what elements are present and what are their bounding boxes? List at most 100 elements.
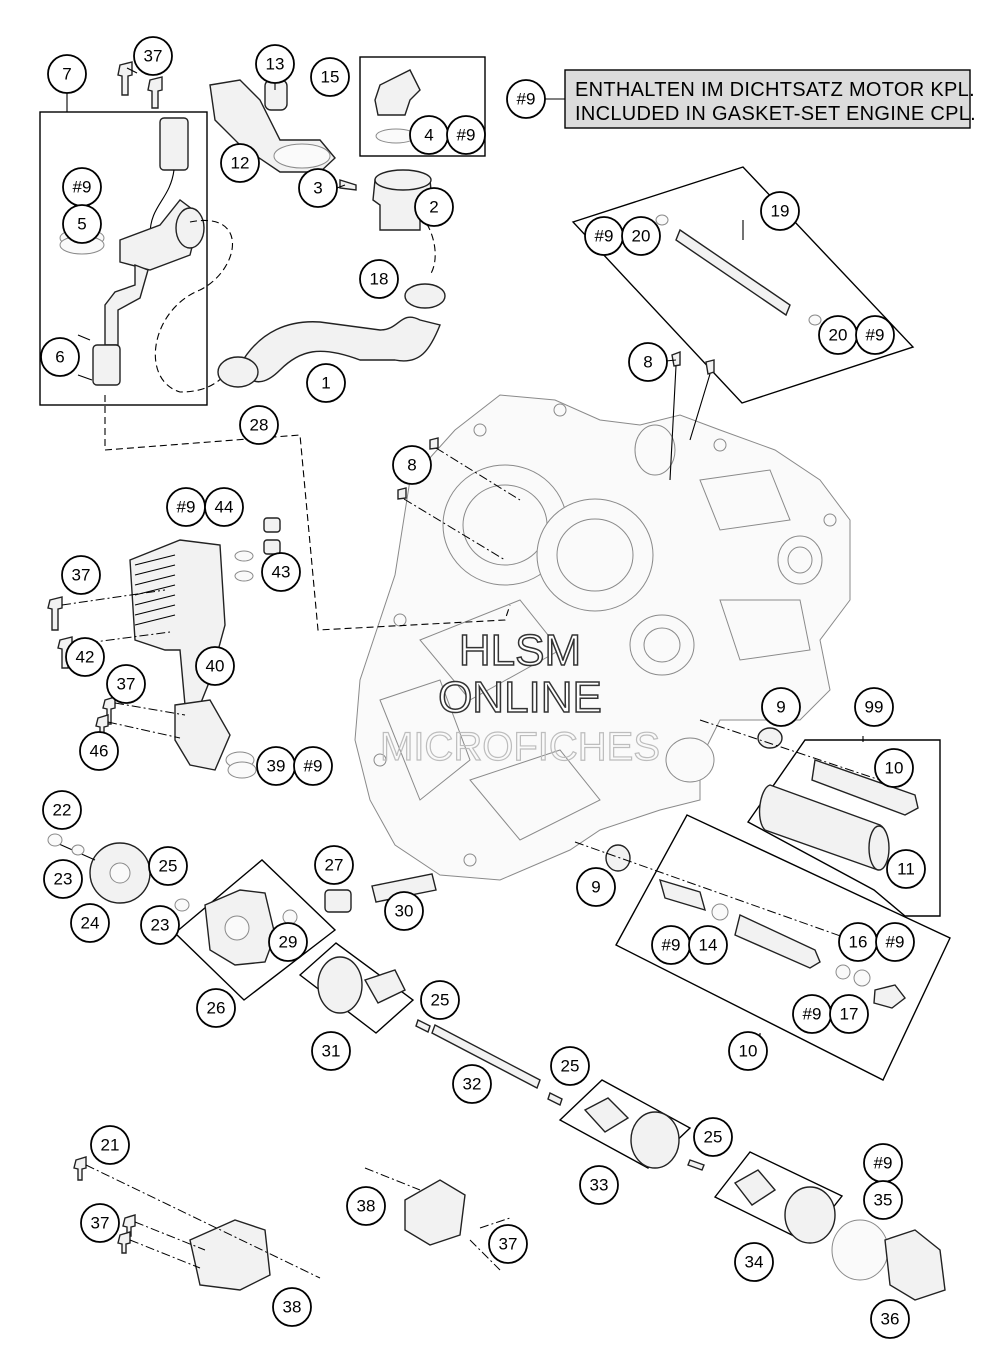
callout-99: 99 (854, 687, 894, 727)
rotor-31 (317, 956, 363, 1014)
svg-text:46: 46 (90, 742, 109, 761)
svg-text:#9: #9 (662, 936, 681, 955)
svg-text:39: 39 (267, 757, 286, 776)
hose-clamp-1 (217, 356, 259, 388)
seal-9-lower (605, 844, 631, 872)
watermark-line-1: HLSM (459, 626, 581, 675)
callout-25d: 25 (693, 1117, 733, 1157)
callout-39-9: #9 (293, 746, 333, 786)
svg-text:6: 6 (55, 348, 64, 367)
svg-text:27: 27 (325, 856, 344, 875)
gasket-35 (831, 1219, 889, 1281)
gasket-set-note: ENTHALTEN IM DICHTSATZ MOTOR KPL. INCLUD… (506, 69, 976, 129)
svg-text:5: 5 (77, 215, 86, 234)
hose-clamp-18 (404, 283, 446, 309)
callout-8b: 8 (392, 445, 432, 485)
callout-5-9: #9 (62, 167, 102, 207)
screw-3 (339, 179, 357, 191)
svg-text:#9: #9 (177, 498, 196, 517)
callout-44-9: #9 (166, 487, 206, 527)
callout-14: 14 (688, 925, 728, 965)
svg-text:10: 10 (885, 759, 904, 778)
frame-group-34 (713, 1151, 844, 1243)
frame-group-26 (173, 859, 337, 1001)
callout-circle (506, 79, 546, 119)
callout-20b-9: #9 (855, 315, 895, 355)
callout-16-9: #9 (875, 922, 915, 962)
svg-text:26: 26 (207, 999, 226, 1018)
callouts: 7 37 13 15 4 #9 12 3 2 #9 5 6 18 1 28 19… (40, 36, 926, 1339)
svg-text:#9: #9 (595, 227, 614, 246)
callout-18: 18 (359, 259, 399, 299)
callout-14-9: #9 (651, 925, 691, 965)
svg-text:35: 35 (874, 1191, 893, 1210)
svg-text:20: 20 (632, 227, 651, 246)
svg-text:99: 99 (865, 698, 884, 717)
callout-39: 39 (256, 746, 296, 786)
watermark-line-2: ONLINE (438, 673, 602, 722)
callout-17: 17 (829, 994, 869, 1034)
callout-30: 30 (384, 891, 424, 931)
note-line-2: INCLUDED IN GASKET-SET ENGINE CPL. (575, 103, 976, 125)
svg-text:25: 25 (561, 1057, 580, 1076)
svg-text:#9: #9 (803, 1005, 822, 1024)
callout-1: 1 (306, 363, 346, 403)
callout-9b: 9 (576, 867, 616, 907)
callout-4: 4 (409, 115, 449, 155)
callout-19: 19 (760, 191, 800, 231)
callout-20a-9: #9 (584, 216, 624, 256)
rotor-33-inner (583, 1097, 630, 1133)
svg-text:32: 32 (463, 1075, 482, 1094)
svg-text:34: 34 (745, 1253, 764, 1272)
callout-35-9: #9 (863, 1143, 903, 1183)
svg-text:33: 33 (590, 1176, 609, 1195)
callout-17-9: #9 (792, 994, 832, 1034)
pump-cover-38-middle (404, 1179, 466, 1246)
callout-27: 27 (314, 845, 354, 885)
callout-7: 7 (47, 54, 87, 94)
callout-4-9: #9 (446, 115, 486, 155)
oil-filler-plug (374, 69, 421, 116)
svg-text:7: 7 (62, 65, 71, 84)
callout-31: 31 (311, 1031, 351, 1071)
svg-text:30: 30 (395, 902, 414, 921)
piston-27 (324, 889, 352, 913)
svg-text:40: 40 (206, 657, 225, 676)
callout-11: 11 (886, 849, 926, 889)
callout-29: 29 (268, 922, 308, 962)
svg-text:42: 42 (76, 648, 95, 667)
callout-12: 12 (220, 143, 260, 183)
svg-text:9: 9 (591, 878, 600, 897)
svg-text:44: 44 (215, 498, 234, 517)
svg-text:36: 36 (881, 1310, 900, 1329)
svg-text:22: 22 (53, 801, 72, 820)
frame-group-10 (615, 814, 951, 1081)
svg-text:23: 23 (151, 916, 170, 935)
svg-text:37: 37 (117, 675, 136, 694)
sensor-pipe (104, 263, 149, 346)
svg-text:8: 8 (643, 353, 652, 372)
callout-23b: 23 (140, 905, 180, 945)
callout-21: 21 (90, 1125, 130, 1165)
callout-9a: 9 (761, 687, 801, 727)
rotor-34-inner (733, 1169, 777, 1206)
callout-10b: 10 (728, 1031, 768, 1071)
callout-46: 46 (79, 731, 119, 771)
callout-20b: 20 (818, 315, 858, 355)
seal-9-upper (757, 727, 783, 749)
svg-text:3: 3 (313, 179, 322, 198)
callout-5: 5 (62, 204, 102, 244)
svg-text:4: 4 (424, 126, 433, 145)
callout-42: 42 (65, 637, 105, 677)
svg-text:28: 28 (250, 416, 269, 435)
spring-30 (371, 873, 437, 903)
watermark: HLSM ONLINE MICROFICHES (379, 625, 660, 769)
shaft-32 (431, 1024, 541, 1089)
svg-text:1: 1 (321, 374, 330, 393)
watermark-line-3: MICROFICHES (380, 725, 660, 769)
svg-text:11: 11 (897, 860, 915, 879)
callout-37a: 37 (133, 36, 173, 76)
callout-26: 26 (196, 988, 236, 1028)
callout-10a: 10 (874, 748, 914, 788)
oil-hose (239, 316, 441, 383)
